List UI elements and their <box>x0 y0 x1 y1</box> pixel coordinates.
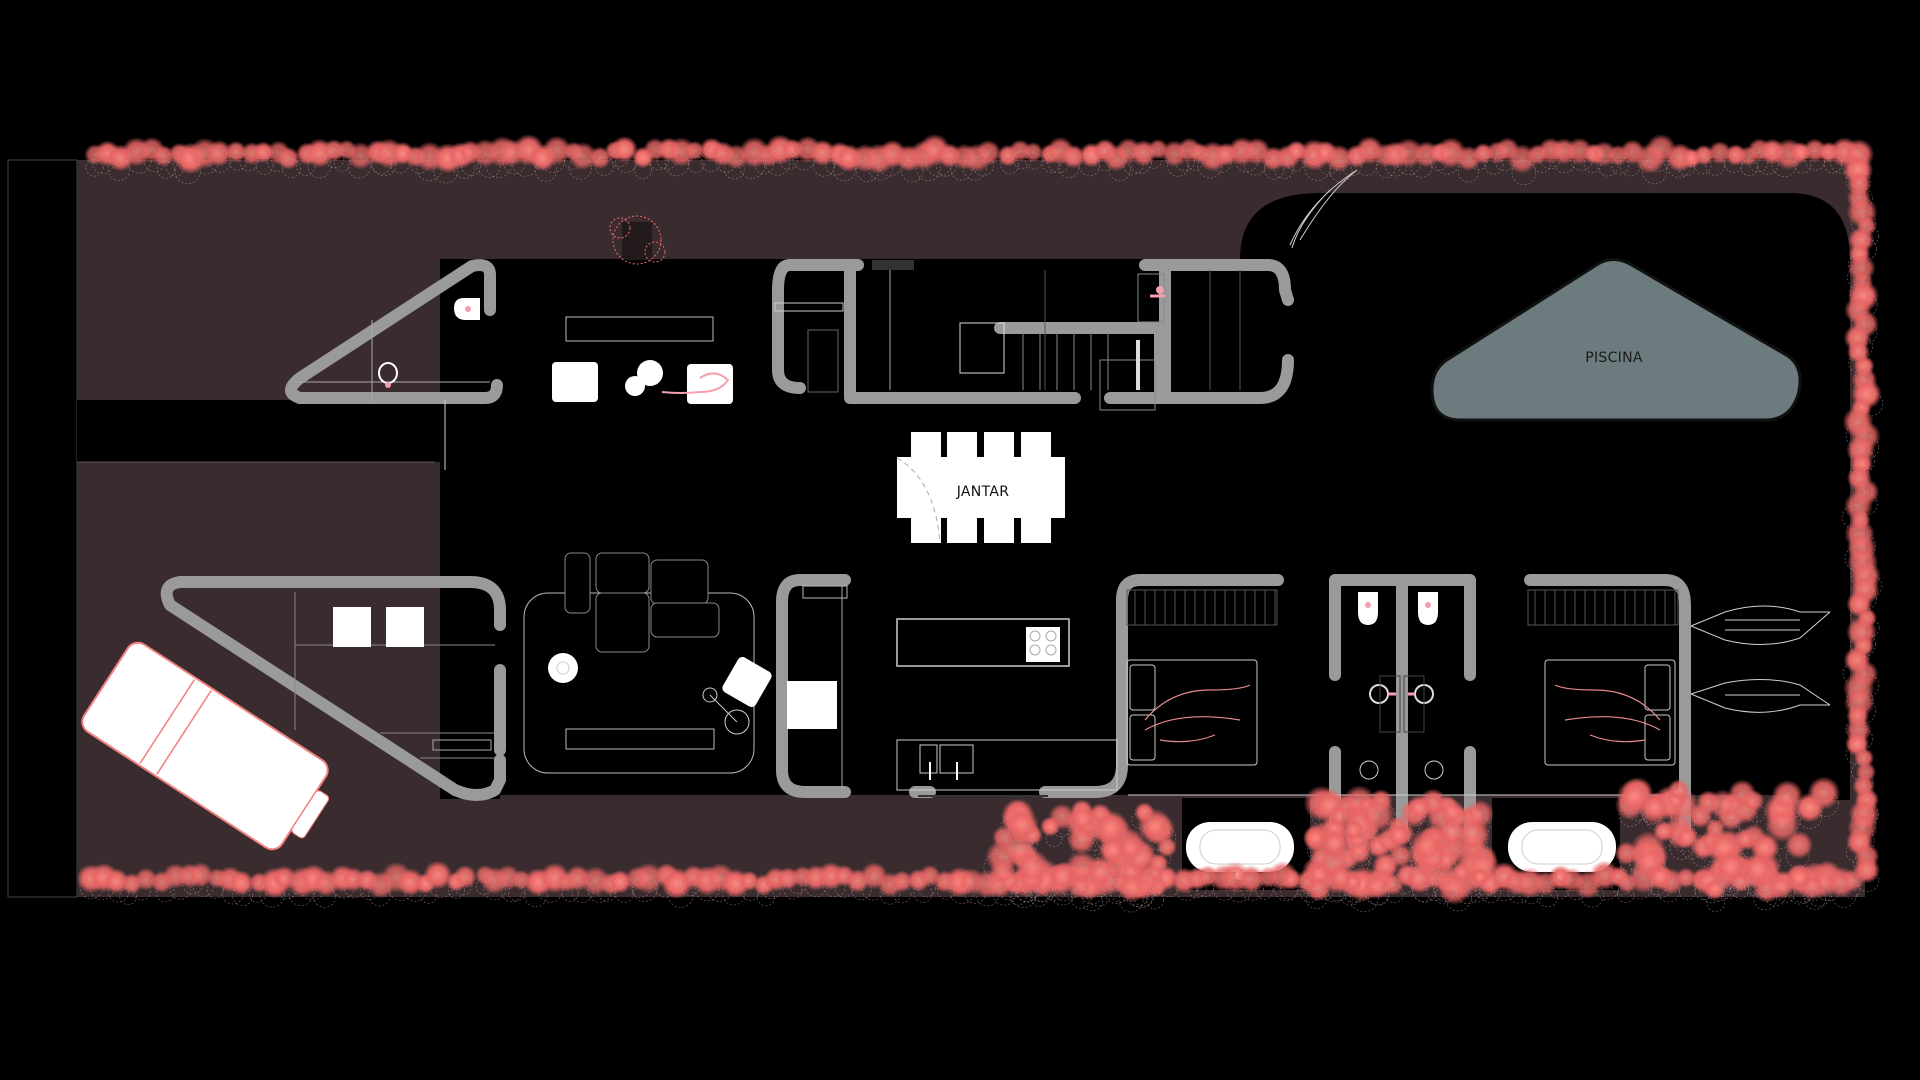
kitchen <box>787 585 1118 797</box>
hedge-top-bushes <box>84 133 1875 186</box>
bedroom-left <box>1126 589 1278 766</box>
hedge-right-bushes <box>1841 154 1884 892</box>
stairs <box>1022 332 1156 411</box>
dining-table <box>897 457 1065 518</box>
bathtub-right <box>1508 822 1616 872</box>
living-room <box>523 552 772 774</box>
room-label-pool: PISCINA <box>1585 350 1643 366</box>
pool <box>1430 258 1802 422</box>
bathrooms <box>1358 592 1444 780</box>
car <box>81 641 330 851</box>
armchair <box>687 364 733 404</box>
room-label-dining: JANTAR <box>956 484 1010 500</box>
lounge-chairs <box>333 607 492 751</box>
garden-bushes <box>983 776 1841 913</box>
dining <box>896 432 1065 544</box>
entry-lounge <box>552 316 733 404</box>
walls <box>160 259 1691 836</box>
bathtub-left <box>1186 822 1294 872</box>
palm-cluster <box>609 215 666 265</box>
refrigerator <box>787 681 837 729</box>
hammocks <box>1289 169 1831 713</box>
armchair <box>552 362 598 402</box>
linework <box>294 270 1680 796</box>
kitchen-island <box>896 618 1070 667</box>
upper-fixtures <box>378 260 1165 393</box>
bedroom-right <box>1527 589 1679 766</box>
counter <box>896 739 1118 791</box>
